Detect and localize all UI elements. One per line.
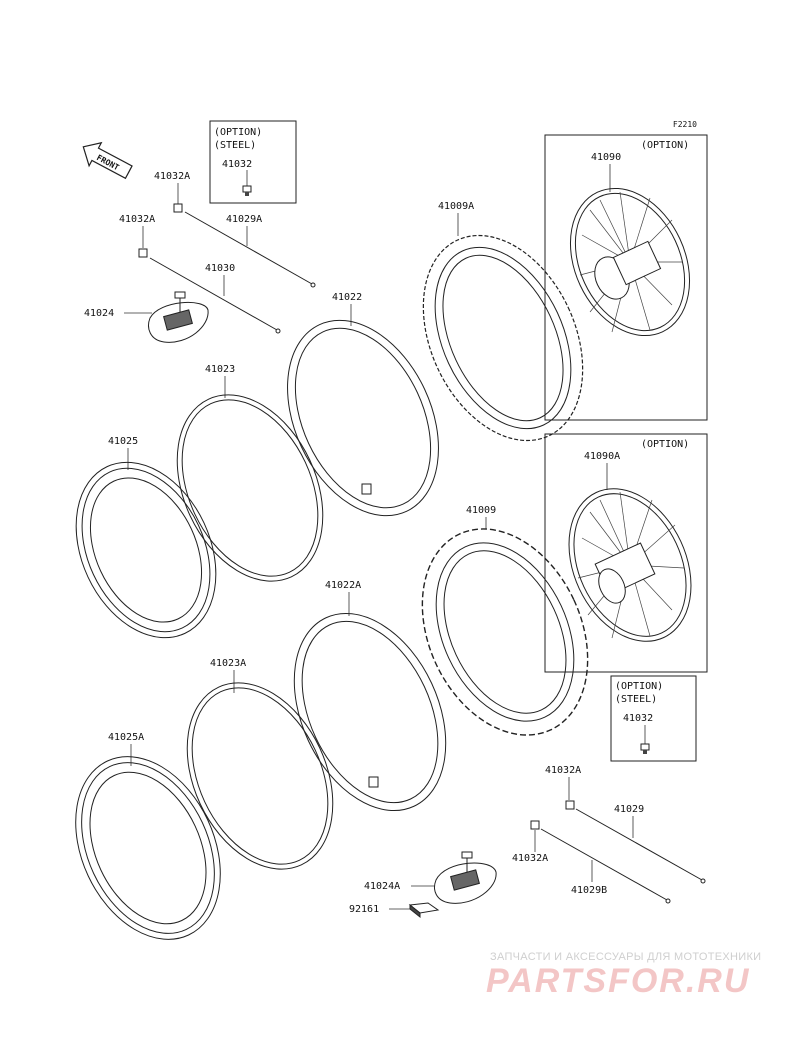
part-label-41023: 41023	[205, 364, 235, 375]
part-label-41032-top: 41032	[222, 159, 252, 170]
spoke-41029B	[540, 828, 668, 901]
part-label-41025A: 41025A	[108, 732, 144, 743]
part-label-41023A: 41023A	[210, 658, 246, 669]
part-label-41029: 41029	[614, 804, 644, 815]
part-label-41024A: 41024A	[364, 881, 400, 892]
rim-strip-41023A	[186, 682, 334, 870]
option-steel-box-top	[209, 120, 297, 204]
rim-41025	[75, 461, 217, 639]
watermark-tagline: ЗАПЧАСТИ И АКСЕССУАРЫ ДЛЯ МОТОТЕХНИКИ	[490, 951, 762, 963]
option-label-41090: (OPTION)	[641, 140, 689, 151]
option-label-bottom: (OPTION)	[615, 681, 663, 692]
part-label-41029A: 41029A	[226, 214, 262, 225]
part-label-41025: 41025	[108, 436, 138, 447]
spoke-41030	[149, 257, 278, 331]
weight-92161	[408, 902, 440, 919]
part-label-41032-bottom: 41032	[623, 713, 653, 724]
rim-strip-41023	[176, 394, 324, 582]
tube-41022A	[293, 612, 447, 812]
part-label-41032A-1: 41032A	[154, 171, 190, 182]
rim-lock-41024	[148, 291, 209, 343]
part-label-41032A-4: 41032A	[512, 853, 548, 864]
tire-41009	[421, 528, 589, 736]
option-steel-box-bottom	[610, 675, 697, 762]
part-label-41022A: 41022A	[325, 580, 361, 591]
option-label-top: (OPTION)	[214, 127, 262, 138]
part-label-41090A: 41090A	[584, 451, 620, 462]
option-box-41090A	[544, 433, 708, 673]
part-label-41032A-3: 41032A	[545, 765, 581, 776]
steel-label-bottom: (STEEL)	[615, 694, 657, 705]
front-arrow-icon: FRONT	[82, 141, 133, 180]
wheel-41090A	[568, 488, 692, 642]
part-label-41022: 41022	[332, 292, 362, 303]
option-label-41090A: (OPTION)	[641, 439, 689, 450]
part-label-41090: 41090	[591, 152, 621, 163]
spoke-41029A	[184, 211, 313, 285]
nipple-part-41032-bottom	[640, 743, 650, 754]
rim-41025A	[75, 756, 221, 940]
watermark-logo: PARTSFOR.RU	[486, 962, 751, 1000]
part-label-41029B: 41029B	[571, 885, 607, 896]
spoke-41029	[575, 808, 703, 881]
tube-41022	[287, 319, 439, 517]
tire-41009A	[422, 234, 584, 442]
part-label-41009: 41009	[466, 505, 496, 516]
part-label-41030: 41030	[205, 263, 235, 274]
steel-label-top: (STEEL)	[214, 140, 256, 151]
option-box-41090	[544, 134, 708, 421]
nipple-part-41032-top	[242, 185, 252, 196]
part-label-41032A-2: 41032A	[119, 214, 155, 225]
part-label-92161: 92161	[349, 904, 379, 915]
wheel-41090	[569, 187, 691, 337]
part-label-41009A: 41009A	[438, 201, 474, 212]
part-label-41024: 41024	[84, 308, 114, 319]
rim-lock-41024A	[434, 851, 497, 904]
figure-code: F2210	[672, 120, 697, 129]
